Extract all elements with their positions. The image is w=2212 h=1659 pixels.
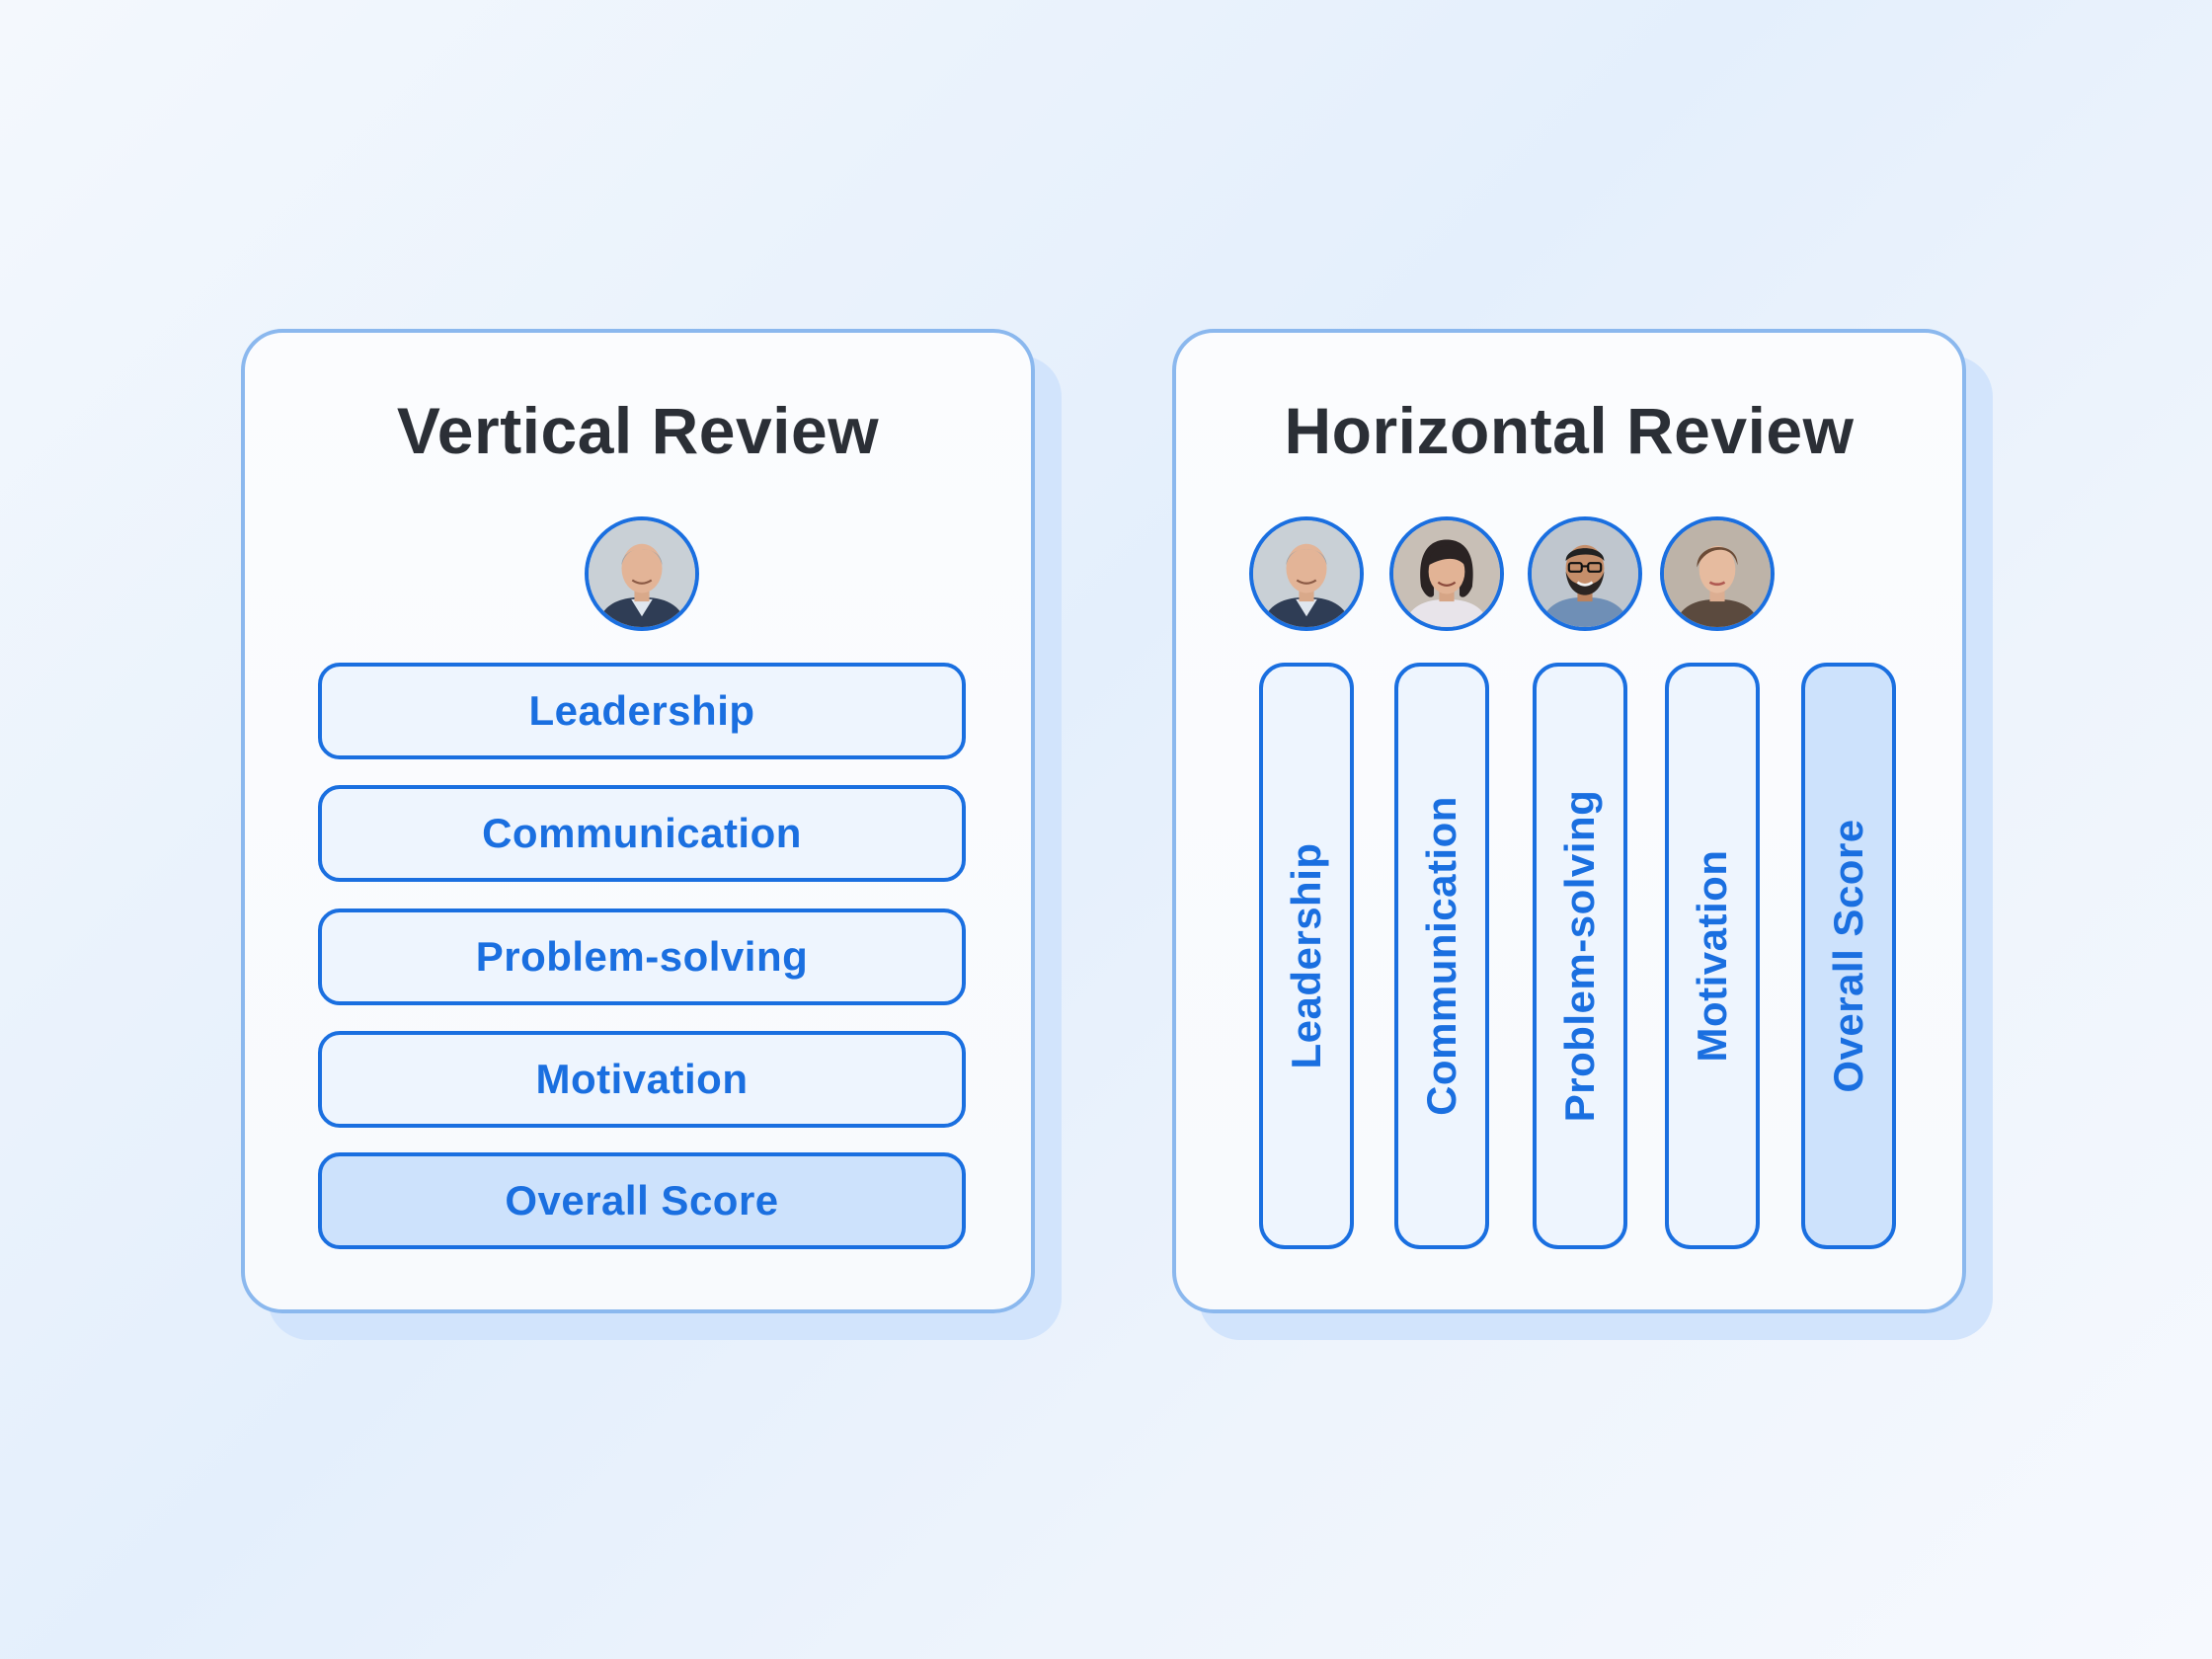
criterion-label: Communication (482, 810, 802, 856)
criterion-leadership: Leadership (318, 663, 966, 759)
criterion-motivation: Motivation (318, 1031, 966, 1128)
criterion-label: Leadership (1283, 842, 1329, 1069)
criterion-label: Motivation (1689, 849, 1735, 1063)
reviewer-man-gray-hair-avatar-icon (1253, 520, 1360, 627)
vertical-review-card: Vertical Review Leadership Communication… (241, 329, 1035, 1313)
reviewer-man-gray-hair-avatar-icon (589, 520, 695, 627)
criterion-label: Problem-solving (1556, 789, 1603, 1123)
criterion-overall-score: Overall Score (318, 1152, 966, 1249)
horizontal-review-card: Horizontal Review Leadership Communicati… (1172, 329, 1966, 1313)
criterion-communication: Communication (318, 785, 966, 882)
reviewer-avatar (1389, 516, 1504, 631)
vertical-review-title: Vertical Review (396, 394, 880, 467)
reviewer-avatar (585, 516, 699, 631)
criterion-problem-solving: Problem-solving (1533, 663, 1627, 1249)
criterion-label: Overall Score (1825, 819, 1871, 1093)
reviewer-avatar (1249, 516, 1364, 631)
criterion-label: Communication (1418, 796, 1464, 1116)
reviewer-man-glasses-beard-avatar-icon (1532, 520, 1638, 627)
criterion-label: Overall Score (505, 1177, 779, 1224)
criterion-motivation: Motivation (1665, 663, 1760, 1249)
reviewer-woman-dark-hair-avatar-icon (1393, 520, 1500, 627)
criterion-label: Motivation (535, 1056, 749, 1102)
criterion-overall-score: Overall Score (1801, 663, 1896, 1249)
reviewer-woman-short-hair-avatar-icon (1664, 520, 1771, 627)
horizontal-review-title: Horizontal Review (1284, 394, 1855, 467)
reviewer-avatar (1528, 516, 1642, 631)
criterion-label: Problem-solving (475, 933, 809, 980)
reviewer-avatar (1660, 516, 1775, 631)
criterion-communication: Communication (1394, 663, 1489, 1249)
criterion-label: Leadership (528, 687, 755, 734)
criterion-leadership: Leadership (1259, 663, 1354, 1249)
criterion-problem-solving: Problem-solving (318, 908, 966, 1005)
